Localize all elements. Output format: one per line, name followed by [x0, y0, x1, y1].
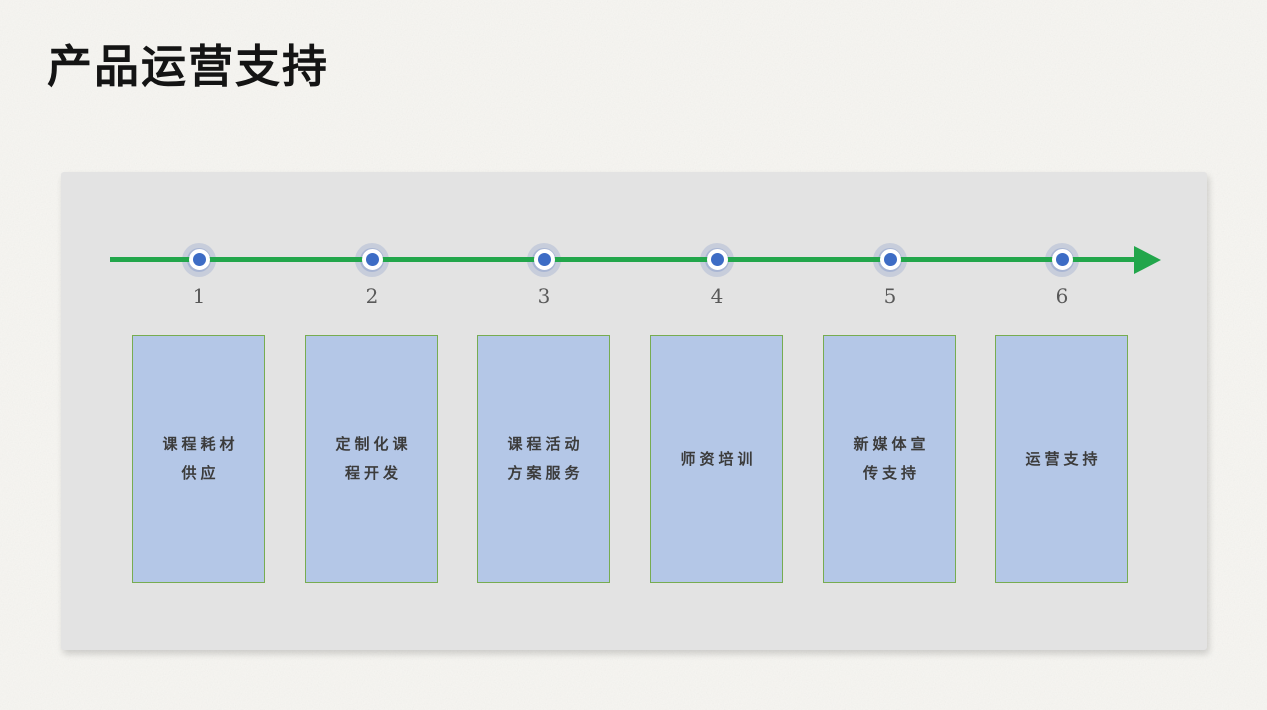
- step-number: 2: [365, 284, 379, 308]
- step-label: 课程耗材 供应: [162, 436, 239, 482]
- step-number: 3: [537, 284, 551, 308]
- step-box: 课程耗材 供应: [132, 335, 265, 583]
- timeline-dot: [533, 249, 555, 270]
- step-label: 运营支持: [1025, 450, 1102, 468]
- step-number: 1: [192, 284, 206, 308]
- step-box: 运营支持: [995, 335, 1128, 583]
- timeline-dot: [361, 249, 383, 270]
- step-label: 课程活动 方案服务: [507, 436, 584, 482]
- timeline-panel: 1 课程耗材 供应 2 定制化课 程开发 3 课程活动 方案服务 4 师资培训: [61, 172, 1207, 650]
- timeline-dot: [706, 249, 728, 270]
- step-number: 6: [1055, 284, 1069, 308]
- page-title: 产品运营支持: [47, 41, 330, 92]
- timeline-dot: [188, 249, 210, 270]
- step-box: 课程活动 方案服务: [477, 335, 610, 583]
- step-label: 新媒体宣 传支持: [853, 436, 930, 482]
- step-label: 师资培训: [680, 450, 757, 468]
- timeline-dot: [1051, 249, 1073, 270]
- step-number: 5: [883, 284, 897, 308]
- step-box: 师资培训: [650, 335, 783, 583]
- step-box: 新媒体宣 传支持: [823, 335, 956, 583]
- timeline-dot: [879, 249, 901, 270]
- step-label: 定制化课 程开发: [335, 436, 412, 482]
- arrow-right-icon: [1134, 246, 1161, 274]
- step-number: 4: [710, 284, 724, 308]
- step-box: 定制化课 程开发: [305, 335, 438, 583]
- timeline-line: [110, 257, 1134, 262]
